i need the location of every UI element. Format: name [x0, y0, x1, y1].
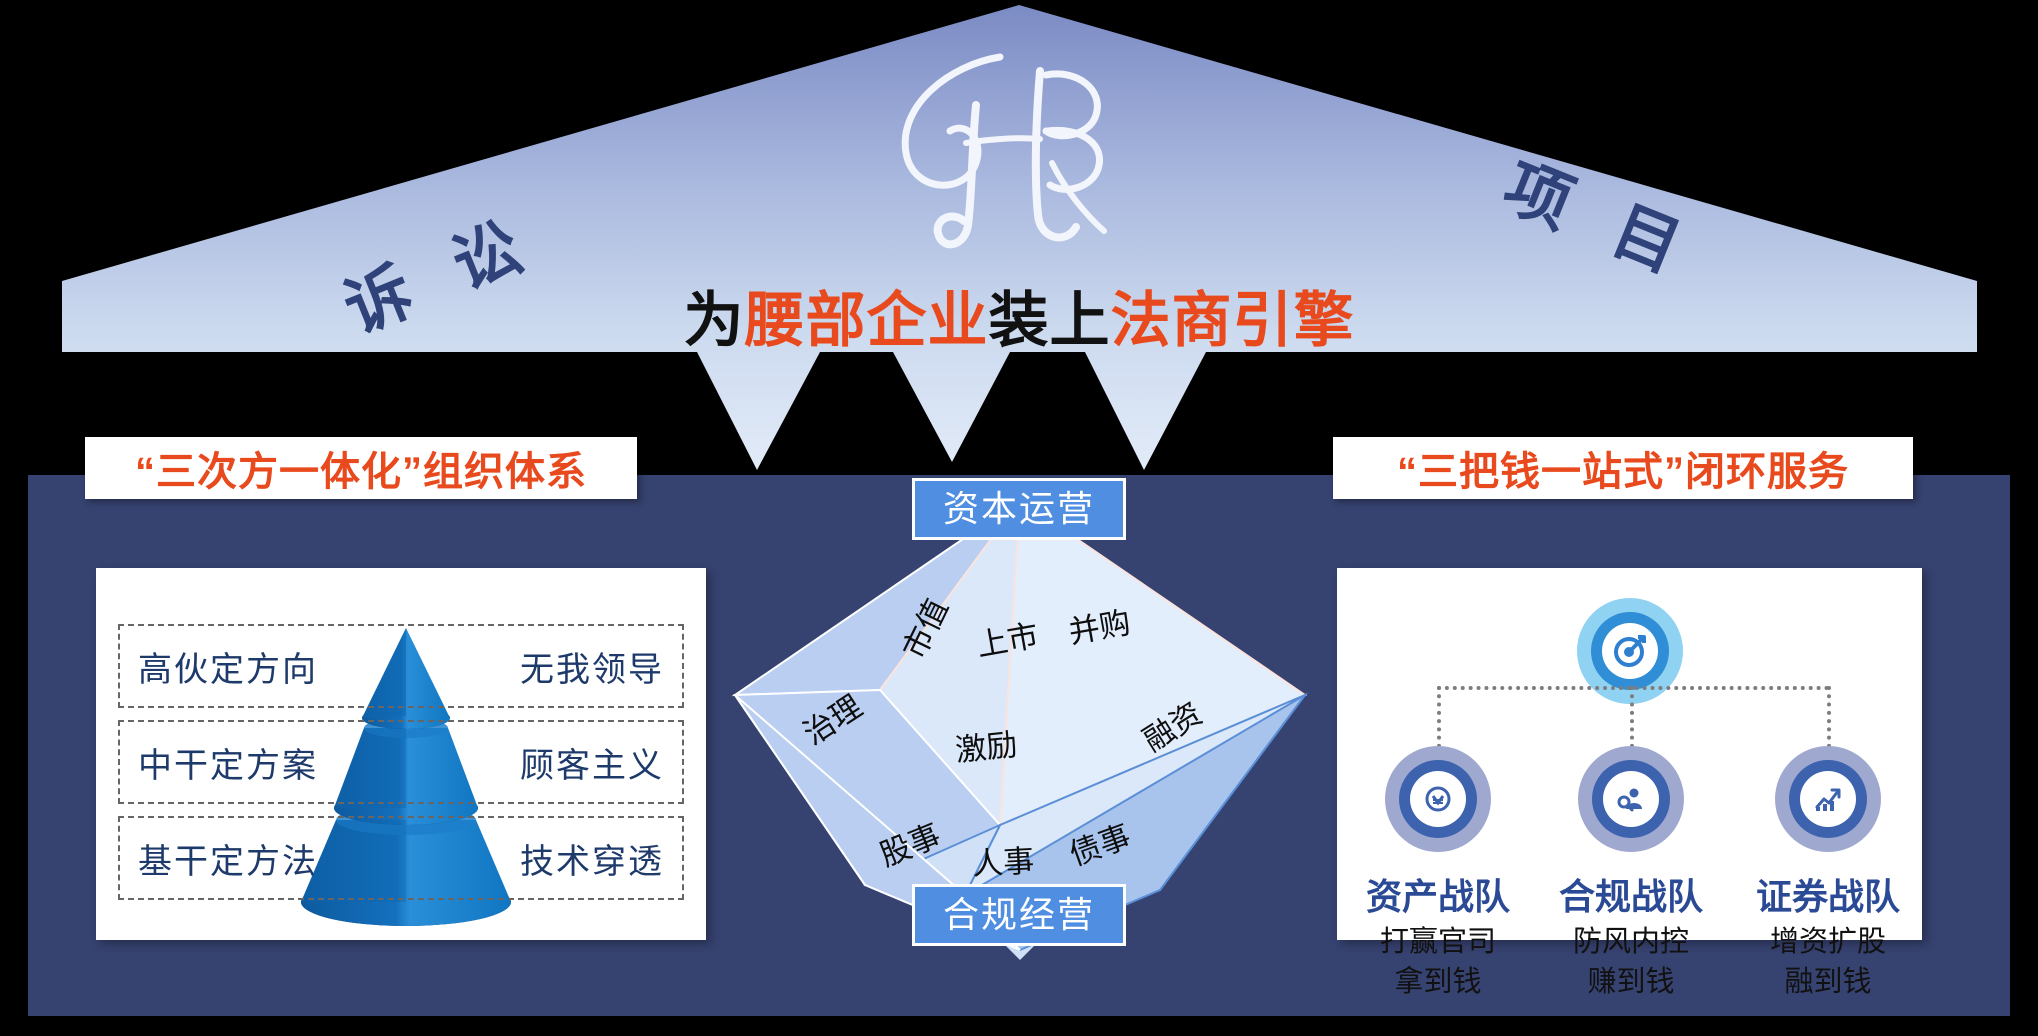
diamond-facet-label: 人事 — [971, 843, 1036, 882]
team-desc-line1: 打赢官司 — [1379, 926, 1496, 958]
closed-loop-service-card: 资产战队 合规战队 证券战队 打赢官司 拿到钱 防风内控 赚到钱 增资扩股 融到… — [1337, 568, 1922, 998]
diamond-facet-label: 激励 — [953, 726, 1019, 769]
team-desc-0: 打赢官司 拿到钱 — [1338, 922, 1538, 1002]
org-row: 高伙定方向 无我领导 — [118, 624, 684, 708]
team-node-1[interactable] — [1578, 746, 1684, 852]
org-row-left-label: 高伙定方向 — [138, 650, 318, 689]
team-name-0: 资产战队 — [1365, 876, 1510, 917]
team-desc-line2: 赚到钱 — [1587, 966, 1675, 998]
team-node-0[interactable] — [1385, 746, 1491, 852]
team-name-1: 合规战队 — [1558, 876, 1703, 917]
right-section-title: “三把钱一站式”闭环服务 — [1397, 450, 1849, 494]
team-name-2: 证券战队 — [1755, 876, 1900, 917]
team-desc-line1: 防风内控 — [1572, 926, 1689, 958]
tagline: 为腰部企业装上法商引擎 — [0, 272, 2038, 359]
coin-shield-icon — [1425, 786, 1451, 812]
org-row-right-label: 顾客主义 — [520, 746, 664, 785]
growth-chart-icon — [1815, 788, 1841, 811]
org-row-left-label: 基干定方法 — [138, 842, 318, 881]
org-row-right-label: 技术穿透 — [520, 842, 664, 881]
team-desc-1: 防风内控 赚到钱 — [1531, 922, 1731, 1002]
team-desc-line2: 拿到钱 — [1394, 966, 1482, 998]
org-row-right-label: 无我领导 — [520, 650, 664, 689]
chevron-shape — [62, 5, 1977, 470]
team-node-2[interactable] — [1775, 746, 1881, 852]
team-desc-line2: 融到钱 — [1784, 966, 1872, 998]
tagline-part-0: 为 — [683, 287, 745, 354]
right-section-header: “三把钱一站式”闭环服务 — [1333, 437, 1913, 499]
org-row: 中干定方案 顾客主义 — [118, 720, 684, 804]
target-icon — [1614, 635, 1646, 667]
connector-vertical-right — [1827, 686, 1831, 748]
tagline-part-2: 装上 — [988, 287, 1111, 354]
diamond-bottom-badge: 合规经营 — [912, 884, 1126, 946]
team-desc-line1: 增资扩股 — [1769, 926, 1886, 958]
left-section-title: “三次方一体化”组织体系 — [135, 450, 587, 494]
left-section-header: “三次方一体化”组织体系 — [85, 437, 637, 499]
connector-vertical-left — [1437, 686, 1441, 748]
team-desc-2: 增资扩股 融到钱 — [1728, 922, 1928, 1002]
person-audit-icon — [1617, 788, 1642, 812]
capital-compliance-diamond: 资本运营 合规经营 市值 上市 并购 治理 激励 融资 股事 人事 债事 — [700, 478, 1340, 960]
diamond-top-badge: 资本运营 — [912, 478, 1126, 540]
connector-vertical-center — [1630, 686, 1634, 748]
org-system-card: 高伙定方向 无我领导 中干定方案 顾客主义 基干定方法 技术穿透 — [96, 568, 706, 940]
chevron-banner — [62, 5, 1977, 470]
org-row: 基干定方法 技术穿透 — [118, 816, 684, 900]
org-row-left-label: 中干定方案 — [138, 746, 318, 785]
tagline-part-3: 法商引擎 — [1110, 287, 1355, 354]
tagline-part-1: 腰部企业 — [744, 287, 989, 354]
